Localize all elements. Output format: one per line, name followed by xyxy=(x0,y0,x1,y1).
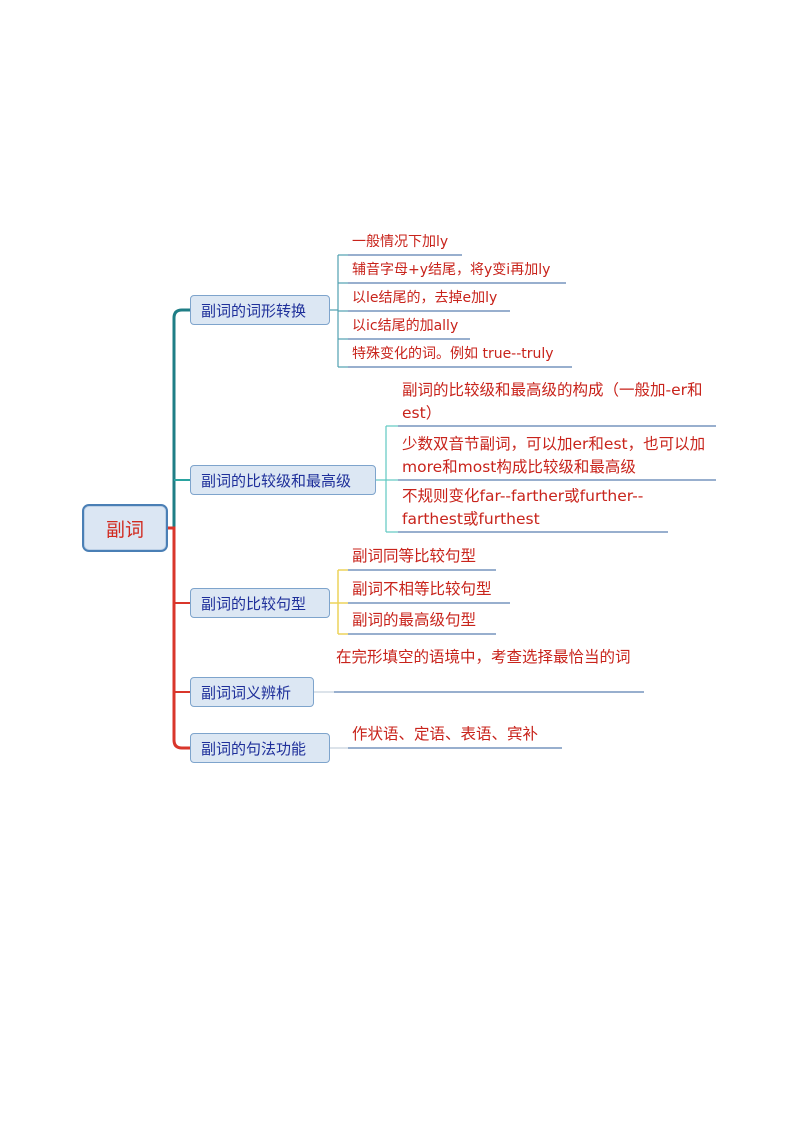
branch3-connectors xyxy=(330,569,348,635)
branch2-connectors xyxy=(376,425,398,533)
leaf-irregular[interactable]: 不规则变化far--farther或further--farthest或furt… xyxy=(402,487,644,528)
branch1-underlines xyxy=(348,254,572,368)
leaf-cloze-context[interactable]: 在完形填空的语境中，考查选择最恰当的词 xyxy=(336,648,631,666)
leaf-superlative-pattern[interactable]: 副词的最高级句型 xyxy=(352,611,477,629)
branch2-underlines xyxy=(398,425,716,533)
branch-comparison-patterns[interactable]: 副词的比较句型 xyxy=(190,588,330,618)
leaf-unequal-comparison[interactable]: 副词不相等比较句型 xyxy=(352,580,492,598)
branch-word-formation[interactable]: 副词的词形转换 xyxy=(190,295,330,325)
trunk-connector-bottom xyxy=(168,526,190,750)
branch3-underlines xyxy=(348,569,510,635)
leaf-disyllabic[interactable]: 少数双音节副词，可以加er和est，也可以加more和most构成比较级和最高级 xyxy=(402,435,706,476)
leaf-special-change[interactable]: 特殊变化的词。例如 true--truly xyxy=(352,346,554,362)
branch-meaning-distinction[interactable]: 副词词义辨析 xyxy=(190,677,314,707)
branch-comparative-superlative[interactable]: 副词的比较级和最高级 xyxy=(190,465,376,495)
leaf-formation-rule[interactable]: 副词的比较级和最高级的构成（一般加-er和est） xyxy=(402,381,703,422)
branch1-connectors xyxy=(330,254,348,368)
trunk-connector-top xyxy=(168,308,190,530)
leaf-equal-comparison[interactable]: 副词同等比较句型 xyxy=(352,547,477,565)
branch-syntactic-function[interactable]: 副词的句法功能 xyxy=(190,733,330,763)
leaf-functions[interactable]: 作状语、定语、表语、宾补 xyxy=(352,725,539,743)
leaf-consonant-y[interactable]: 辅音字母+y结尾，将y变i再加ly xyxy=(352,262,551,278)
leaf-le-ending[interactable]: 以le结尾的，去掉e加ly xyxy=(352,290,498,306)
root-node[interactable]: 副词 xyxy=(82,504,168,552)
leaf-ic-ending[interactable]: 以ic结尾的加ally xyxy=(352,318,459,334)
leaf-add-ly[interactable]: 一般情况下加ly xyxy=(352,234,449,250)
